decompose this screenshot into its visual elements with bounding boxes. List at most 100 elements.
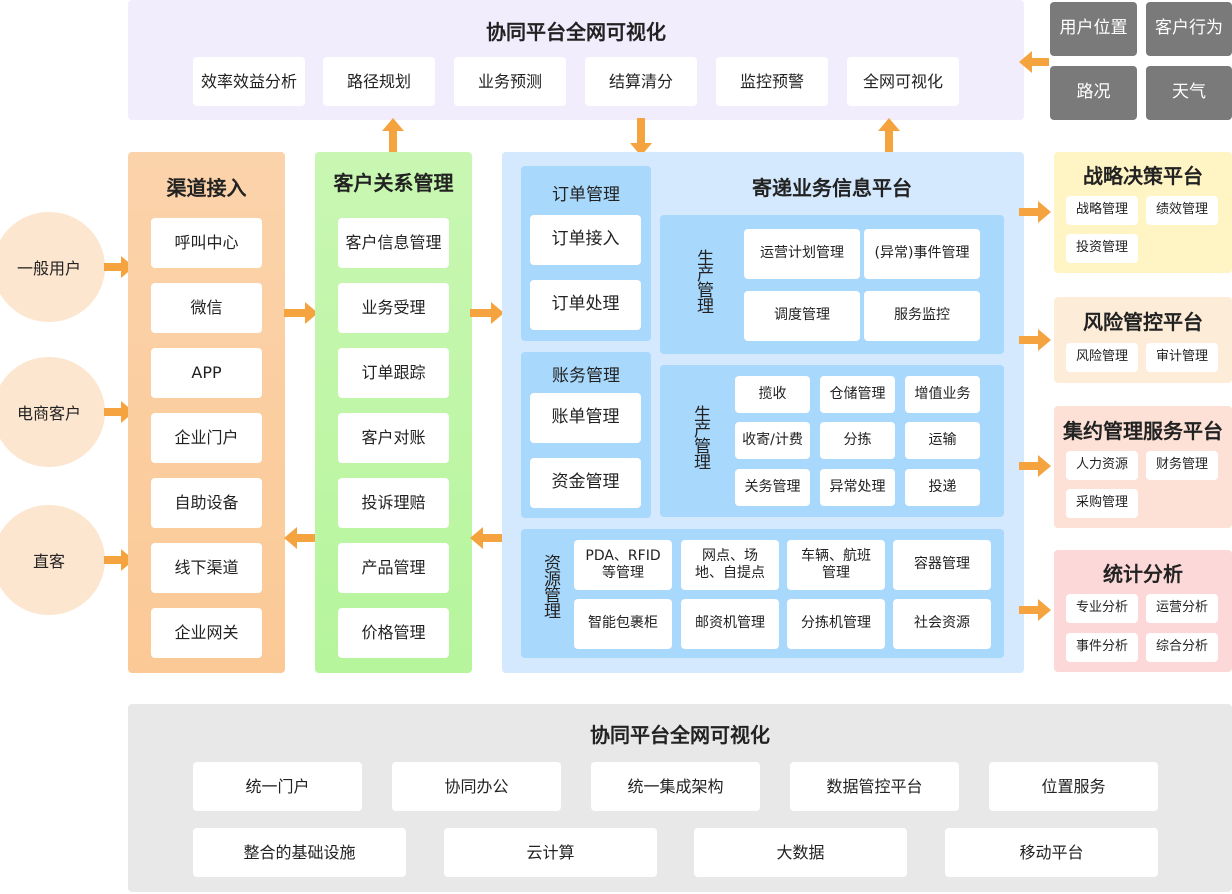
resource-item[interactable]: 分拣机管理 xyxy=(787,599,885,649)
top-item[interactable]: 业务预测 xyxy=(454,57,566,106)
platform-title: 寄递业务信息平台 xyxy=(752,176,912,200)
arrow-right-icon xyxy=(284,302,318,324)
arrow-up-icon xyxy=(382,118,404,152)
arrow-right-icon xyxy=(470,302,504,324)
production-item[interactable]: 收寄/计费 xyxy=(735,422,810,459)
right-platform-title: 统计分析 xyxy=(1103,562,1183,586)
right-platform-item[interactable]: 财务管理 xyxy=(1146,451,1218,480)
production-item[interactable]: 分拣 xyxy=(820,422,895,459)
customer-circle[interactable]: 电商客户 xyxy=(0,357,105,467)
channel-item[interactable]: 企业网关 xyxy=(151,608,262,658)
bottom-item[interactable]: 大数据 xyxy=(694,828,907,877)
crm-item[interactable]: 客户信息管理 xyxy=(338,218,449,268)
top-item[interactable]: 结算清分 xyxy=(585,57,697,106)
right-platform-item[interactable]: 事件分析 xyxy=(1066,633,1138,662)
production-item[interactable]: 揽收 xyxy=(735,376,810,413)
right-platform-item[interactable]: 审计管理 xyxy=(1146,343,1218,372)
production-item[interactable]: 服务监控 xyxy=(864,291,980,341)
external-data-box[interactable]: 路况 xyxy=(1050,66,1137,120)
account-item[interactable]: 资金管理 xyxy=(530,458,641,508)
right-platform-title: 风险管控平台 xyxy=(1083,310,1203,334)
channel-item[interactable]: 自助设备 xyxy=(151,478,262,528)
customer-circle[interactable]: 一般用户 xyxy=(0,212,105,322)
production-item[interactable]: 运输 xyxy=(905,422,980,459)
right-platform-item[interactable]: 风险管理 xyxy=(1066,343,1138,372)
production-item[interactable]: 投递 xyxy=(905,469,980,506)
arrow-right-icon xyxy=(1019,455,1051,477)
production-label: 生产管理 xyxy=(690,405,710,469)
top-panel-title: 协同平台全网可视化 xyxy=(486,20,666,44)
customer-circle[interactable]: 直客 xyxy=(0,505,105,615)
arrow-right-icon xyxy=(1019,599,1051,621)
right-platform-title: 集约管理服务平台 xyxy=(1063,419,1223,443)
channel-item[interactable]: APP xyxy=(151,348,262,398)
production-item[interactable]: 运营计划管理 xyxy=(744,229,860,279)
crm-item[interactable]: 订单跟踪 xyxy=(338,348,449,398)
bottom-item[interactable]: 协同办公 xyxy=(392,762,561,811)
bottom-item[interactable]: 数据管控平台 xyxy=(790,762,959,811)
top-item[interactable]: 效率效益分析 xyxy=(193,57,305,106)
production-item[interactable]: 仓储管理 xyxy=(820,376,895,413)
right-platform-item[interactable]: 人力资源 xyxy=(1066,451,1138,480)
top-item[interactable]: 路径规划 xyxy=(323,57,435,106)
crm-item[interactable]: 投诉理赔 xyxy=(338,478,449,528)
channel-item[interactable]: 线下渠道 xyxy=(151,543,262,593)
resource-label: 资源管理 xyxy=(540,554,560,618)
external-data-box[interactable]: 用户位置 xyxy=(1050,2,1137,56)
right-platform-item[interactable]: 绩效管理 xyxy=(1146,196,1218,225)
resource-item[interactable]: 智能包裹柜 xyxy=(574,599,672,649)
arrow-left-icon xyxy=(470,527,504,549)
arrow-right-icon xyxy=(104,256,134,278)
channel-item[interactable]: 呼叫中心 xyxy=(151,218,262,268)
crm-title: 客户关系管理 xyxy=(333,171,454,195)
order-item[interactable]: 订单处理 xyxy=(530,280,641,330)
channel-title: 渠道接入 xyxy=(166,176,247,200)
bottom-item[interactable]: 移动平台 xyxy=(945,828,1158,877)
bottom-title: 协同平台全网可视化 xyxy=(590,723,770,747)
bottom-item[interactable]: 云计算 xyxy=(444,828,657,877)
top-item[interactable]: 监控预警 xyxy=(716,57,828,106)
external-data-box[interactable]: 天气 xyxy=(1146,66,1232,120)
arrow-up-icon xyxy=(878,118,900,152)
production-item[interactable]: 关务管理 xyxy=(735,469,810,506)
production-item[interactable]: 增值业务 xyxy=(905,376,980,413)
right-platform-item[interactable]: 专业分析 xyxy=(1066,594,1138,623)
resource-item[interactable]: 社会资源 xyxy=(893,599,991,649)
arrow-right-icon xyxy=(104,549,134,571)
resource-item[interactable]: 容器管理 xyxy=(893,540,991,590)
bottom-item[interactable]: 整合的基础设施 xyxy=(193,828,406,877)
right-platform-item[interactable]: 投资管理 xyxy=(1066,234,1138,263)
right-platform-item[interactable]: 运营分析 xyxy=(1146,594,1218,623)
account-item[interactable]: 账单管理 xyxy=(530,393,641,443)
bottom-item[interactable]: 统一门户 xyxy=(193,762,362,811)
arrow-left-icon xyxy=(284,527,318,549)
order-item[interactable]: 订单接入 xyxy=(530,215,641,265)
right-platform-title: 战略决策平台 xyxy=(1083,164,1203,188)
crm-item[interactable]: 产品管理 xyxy=(338,543,449,593)
production-item[interactable]: (异常)事件管理 xyxy=(864,229,980,279)
bottom-item[interactable]: 位置服务 xyxy=(989,762,1158,811)
resource-item[interactable]: PDA、RFID等管理 xyxy=(574,540,672,590)
resource-item[interactable]: 网点、场地、自提点 xyxy=(681,540,779,590)
channel-item[interactable]: 企业门户 xyxy=(151,413,262,463)
right-platform-item[interactable]: 综合分析 xyxy=(1146,633,1218,662)
arrow-right-icon xyxy=(1019,201,1051,223)
crm-item[interactable]: 价格管理 xyxy=(338,608,449,658)
channel-item[interactable]: 微信 xyxy=(151,283,262,333)
external-data-box[interactable]: 客户行为 xyxy=(1146,2,1232,56)
right-platform-item[interactable]: 战略管理 xyxy=(1066,196,1138,225)
right-platform-item[interactable]: 采购管理 xyxy=(1066,489,1138,518)
resource-item[interactable]: 邮资机管理 xyxy=(681,599,779,649)
arrow-right-icon xyxy=(104,401,134,423)
resource-item[interactable]: 车辆、航班管理 xyxy=(787,540,885,590)
production-item[interactable]: 异常处理 xyxy=(820,469,895,506)
order-title: 订单管理 xyxy=(552,185,620,205)
arrow-left-icon xyxy=(1019,51,1049,73)
top-item[interactable]: 全网可视化 xyxy=(847,57,959,106)
crm-item[interactable]: 业务受理 xyxy=(338,283,449,333)
arrow-right-icon xyxy=(1019,329,1051,351)
bottom-item[interactable]: 统一集成架构 xyxy=(591,762,760,811)
production-label: 生产管理 xyxy=(693,249,713,313)
production-item[interactable]: 调度管理 xyxy=(744,291,860,341)
crm-item[interactable]: 客户对账 xyxy=(338,413,449,463)
